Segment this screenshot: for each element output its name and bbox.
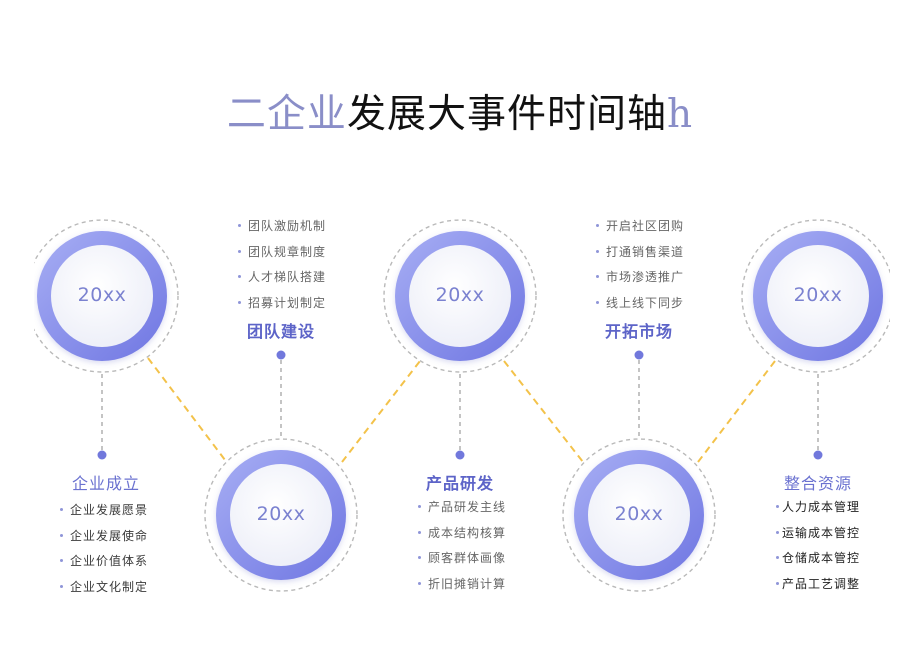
item-text: 成本结构核算 xyxy=(428,525,507,540)
item-text: 企业价值体系 xyxy=(70,554,149,568)
bullet-icon xyxy=(60,584,63,588)
event-items-5: 人力成本管理 运输成本管控 仓储成本管控 产品工艺调整 xyxy=(776,495,860,597)
event-heading-3: 产品研发 xyxy=(425,474,494,493)
item-text: 产品研发主线 xyxy=(428,500,507,514)
bullet-icon xyxy=(238,224,241,227)
list-item: 团队规章制度 xyxy=(238,240,326,266)
item-text: 线上线下同步 xyxy=(606,295,685,310)
list-item: 团队激励机制 xyxy=(238,214,326,240)
milestone-circle-1 xyxy=(34,219,179,373)
event-heading-4: 开拓市场 xyxy=(604,322,673,341)
bullet-icon xyxy=(418,556,421,559)
list-item: 折旧摊销计算 xyxy=(418,572,506,598)
list-item: 企业文化制定 xyxy=(60,575,148,601)
connector-3 xyxy=(503,360,584,463)
title-part-2: 发展大事件时间轴 xyxy=(346,92,667,137)
bullet-icon xyxy=(238,249,241,253)
event-heading-2: 团队建设 xyxy=(246,322,315,341)
list-item: 企业价值体系 xyxy=(60,549,148,575)
list-item: 打通销售渠道 xyxy=(596,240,684,266)
connector-1 xyxy=(147,357,226,461)
list-item: 顾客群体画像 xyxy=(418,546,506,572)
list-item: 开启社区团购 xyxy=(596,214,684,240)
stem-dots xyxy=(97,350,823,460)
list-item: 线上线下同步 xyxy=(596,291,684,317)
item-text: 产品工艺调整 xyxy=(782,576,861,591)
item-text: 仓储成本管控 xyxy=(782,551,861,565)
event-items-2: 团队激励机制 团队规章制度 人才梯队搭建 招募计划制定 xyxy=(238,214,326,316)
list-item: 仓储成本管控 xyxy=(776,546,860,572)
bullet-icon xyxy=(60,559,63,562)
bullet-icon xyxy=(596,275,599,278)
list-item: 市场渗透推广 xyxy=(596,265,684,291)
bullet-icon xyxy=(776,505,779,508)
bullet-icon xyxy=(60,508,63,511)
stem-lines xyxy=(101,360,819,455)
milestone-circle-4 xyxy=(562,438,716,592)
year-label-1: 20xx xyxy=(77,284,127,306)
list-item: 运输成本管控 xyxy=(776,521,860,547)
item-text: 团队规章制度 xyxy=(248,244,327,259)
bullet-icon xyxy=(418,581,421,585)
title-part-3: h xyxy=(666,92,694,137)
stem-dot-4 xyxy=(634,350,644,360)
bullet-icon xyxy=(238,275,241,278)
bullet-icon xyxy=(238,300,241,304)
item-text: 折旧摊销计算 xyxy=(428,576,507,591)
stem-dot-1 xyxy=(97,450,107,460)
list-item: 人力成本管理 xyxy=(776,495,860,521)
title-part-1: 二企业 xyxy=(226,92,347,137)
bullet-icon xyxy=(418,505,421,508)
item-text: 人力成本管理 xyxy=(782,500,861,514)
event-items-3: 产品研发主线 成本结构核算 顾客群体画像 折旧摊销计算 xyxy=(418,495,506,597)
connector-2 xyxy=(341,360,421,463)
list-item: 产品研发主线 xyxy=(418,495,506,521)
milestone-circle-5 xyxy=(741,219,890,373)
bullet-icon xyxy=(596,224,599,227)
list-item: 人才梯队搭建 xyxy=(238,265,326,291)
stem-dot-2 xyxy=(276,350,286,360)
stem-dot-5 xyxy=(813,450,823,460)
item-text: 招募计划制定 xyxy=(248,295,327,310)
event-heading-5: 整合资源 xyxy=(783,474,852,493)
item-text: 开启社区团购 xyxy=(606,219,685,233)
list-item: 产品工艺调整 xyxy=(776,572,860,598)
list-item: 企业发展使命 xyxy=(60,524,148,550)
item-text: 运输成本管控 xyxy=(782,525,861,540)
event-items-1: 企业发展愿景 企业发展使命 企业价值体系 企业文化制定 xyxy=(60,498,148,600)
event-items-4: 开启社区团购 打通销售渠道 市场渗透推广 线上线下同步 xyxy=(596,214,684,316)
item-text: 企业文化制定 xyxy=(70,579,149,594)
item-text: 人才梯队搭建 xyxy=(248,270,327,284)
event-heading-1: 企业成立 xyxy=(71,474,140,493)
milestone-circle-3 xyxy=(383,219,537,373)
list-item: 企业发展愿景 xyxy=(60,498,148,524)
item-text: 顾客群体画像 xyxy=(428,551,507,565)
year-label-5: 20xx xyxy=(793,284,843,306)
connector-lines xyxy=(147,357,776,463)
item-text: 市场渗透推广 xyxy=(606,270,685,284)
bullet-icon xyxy=(60,533,63,537)
bullet-icon xyxy=(596,249,599,253)
bullet-icon xyxy=(776,530,779,534)
bullet-icon xyxy=(776,556,779,559)
list-item: 成本结构核算 xyxy=(418,521,506,547)
year-label-3: 20xx xyxy=(435,284,485,306)
bullet-icon xyxy=(418,530,421,534)
stem-dot-3 xyxy=(455,450,465,460)
item-text: 企业发展愿景 xyxy=(70,503,149,517)
connector-4 xyxy=(697,360,776,463)
item-text: 团队激励机制 xyxy=(248,219,327,233)
year-label-4: 20xx xyxy=(614,503,664,525)
list-item: 招募计划制定 xyxy=(238,291,326,317)
page-title: 二企业发展大事件时间轴h xyxy=(0,88,920,142)
year-label-2: 20xx xyxy=(256,503,306,525)
bullet-icon xyxy=(776,581,779,585)
item-text: 打通销售渠道 xyxy=(606,244,685,259)
milestone-circle-2 xyxy=(204,438,358,592)
item-text: 企业发展使命 xyxy=(70,528,149,543)
bullet-icon xyxy=(596,300,599,304)
